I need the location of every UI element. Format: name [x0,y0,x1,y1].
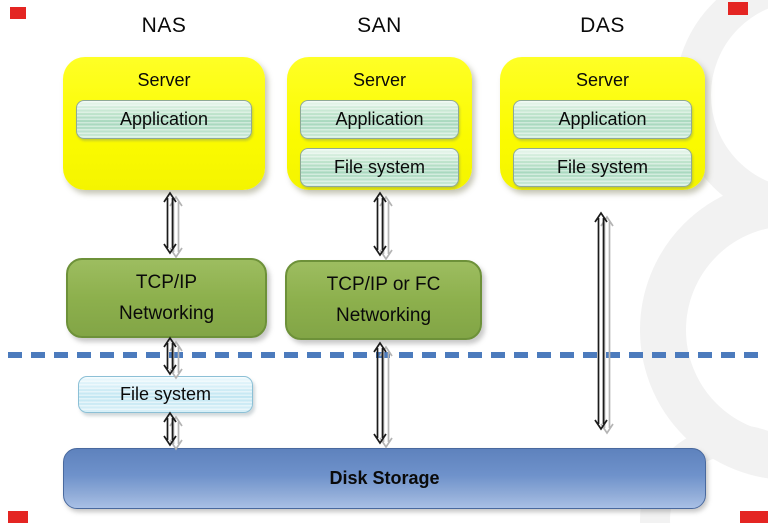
column-label-nas: NAS [141,14,187,37]
san-server-box: Server Application File system [287,57,472,190]
corner-mark-bottom-left [8,511,28,523]
san-networking-line2: Networking [335,305,432,326]
das-application-box: Application [513,100,692,139]
column-label-san: SAN [357,14,402,37]
das-file-system-box: File system [513,148,692,187]
san-network-storage-double-arrow-icon [366,341,402,458]
san-networking-box: TCP/IP or FC Networking [285,260,482,340]
das-server-storage-double-arrow-icon [587,211,623,444]
column-label-das: DAS [580,14,625,37]
corner-mark-top-left [10,7,26,19]
nas-networking-line2: Networking [118,303,215,324]
san-server-network-double-arrow-icon [366,191,402,270]
nas-server-box: Server Application [63,57,265,190]
nas-networking-box: TCP/IP Networking [66,258,267,338]
corner-mark-bottom-right [740,511,768,523]
nas-networking-line1: TCP/IP [135,272,198,293]
san-application-box: Application [300,100,459,139]
disk-storage-box: Disk Storage [63,448,706,509]
das-server-box: Server Application File system [500,57,705,190]
nas-server-network-double-arrow-icon [156,191,192,268]
san-file-system-box: File system [300,148,459,187]
nas-filesystem-storage-double-arrow-icon [156,411,192,460]
das-server-title: Server [575,70,629,90]
nas-network-filesystem-double-arrow-icon [156,336,192,389]
san-networking-line1: TCP/IP or FC [326,274,441,295]
san-server-title: Server [352,70,406,90]
nas-file-system-box: File system [78,376,253,413]
nas-application-box: Application [76,100,252,139]
corner-mark-top-right [728,2,748,15]
nas-server-title: Server [137,70,191,90]
